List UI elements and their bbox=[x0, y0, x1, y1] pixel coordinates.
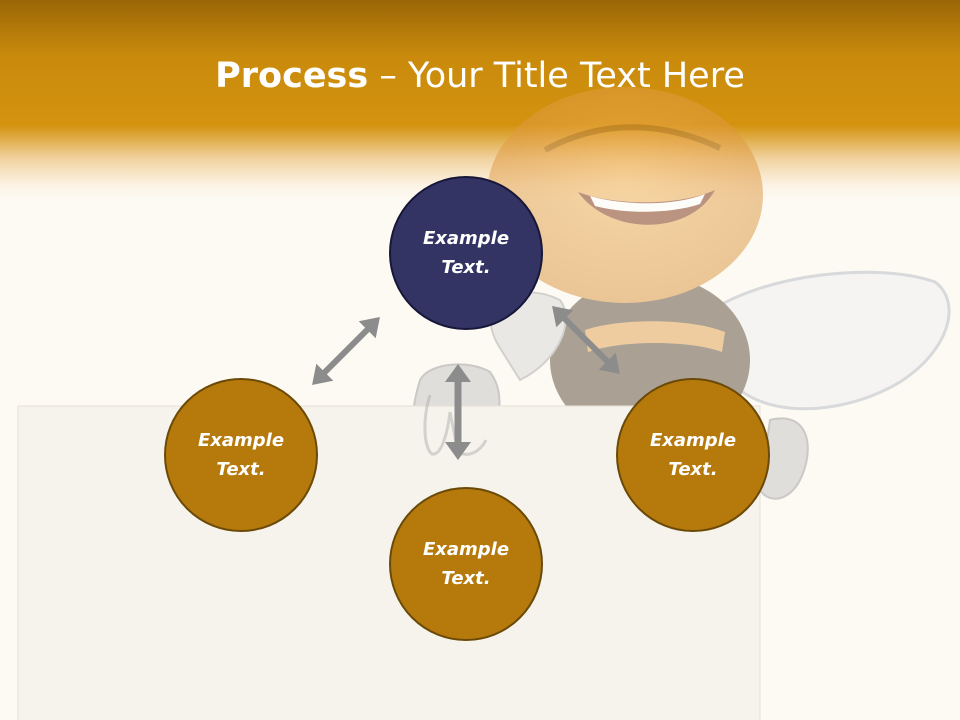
node-bottom-label: Example Text. bbox=[422, 539, 510, 589]
header-band bbox=[0, 0, 960, 200]
arrow-vertical bbox=[445, 364, 471, 460]
node-left-label: Example Text. bbox=[197, 430, 285, 480]
title-bold: Process bbox=[215, 56, 369, 96]
node-bottom[interactable]: Example Text. bbox=[389, 487, 543, 641]
bee-head bbox=[487, 87, 763, 303]
title-rest: – Your Title Text Here bbox=[368, 56, 745, 96]
node-top[interactable]: Example Text. bbox=[389, 176, 543, 330]
node-right-label: Example Text. bbox=[649, 430, 737, 480]
connector-arrows bbox=[312, 306, 620, 460]
node-top-label: Example Text. bbox=[422, 228, 510, 278]
node-left[interactable]: Example Text. bbox=[164, 378, 318, 532]
slide-title: Process – Your Title Text Here bbox=[0, 54, 960, 98]
arrow-top-right bbox=[552, 306, 620, 374]
node-right[interactable]: Example Text. bbox=[616, 378, 770, 532]
arrow-top-left bbox=[312, 317, 380, 385]
